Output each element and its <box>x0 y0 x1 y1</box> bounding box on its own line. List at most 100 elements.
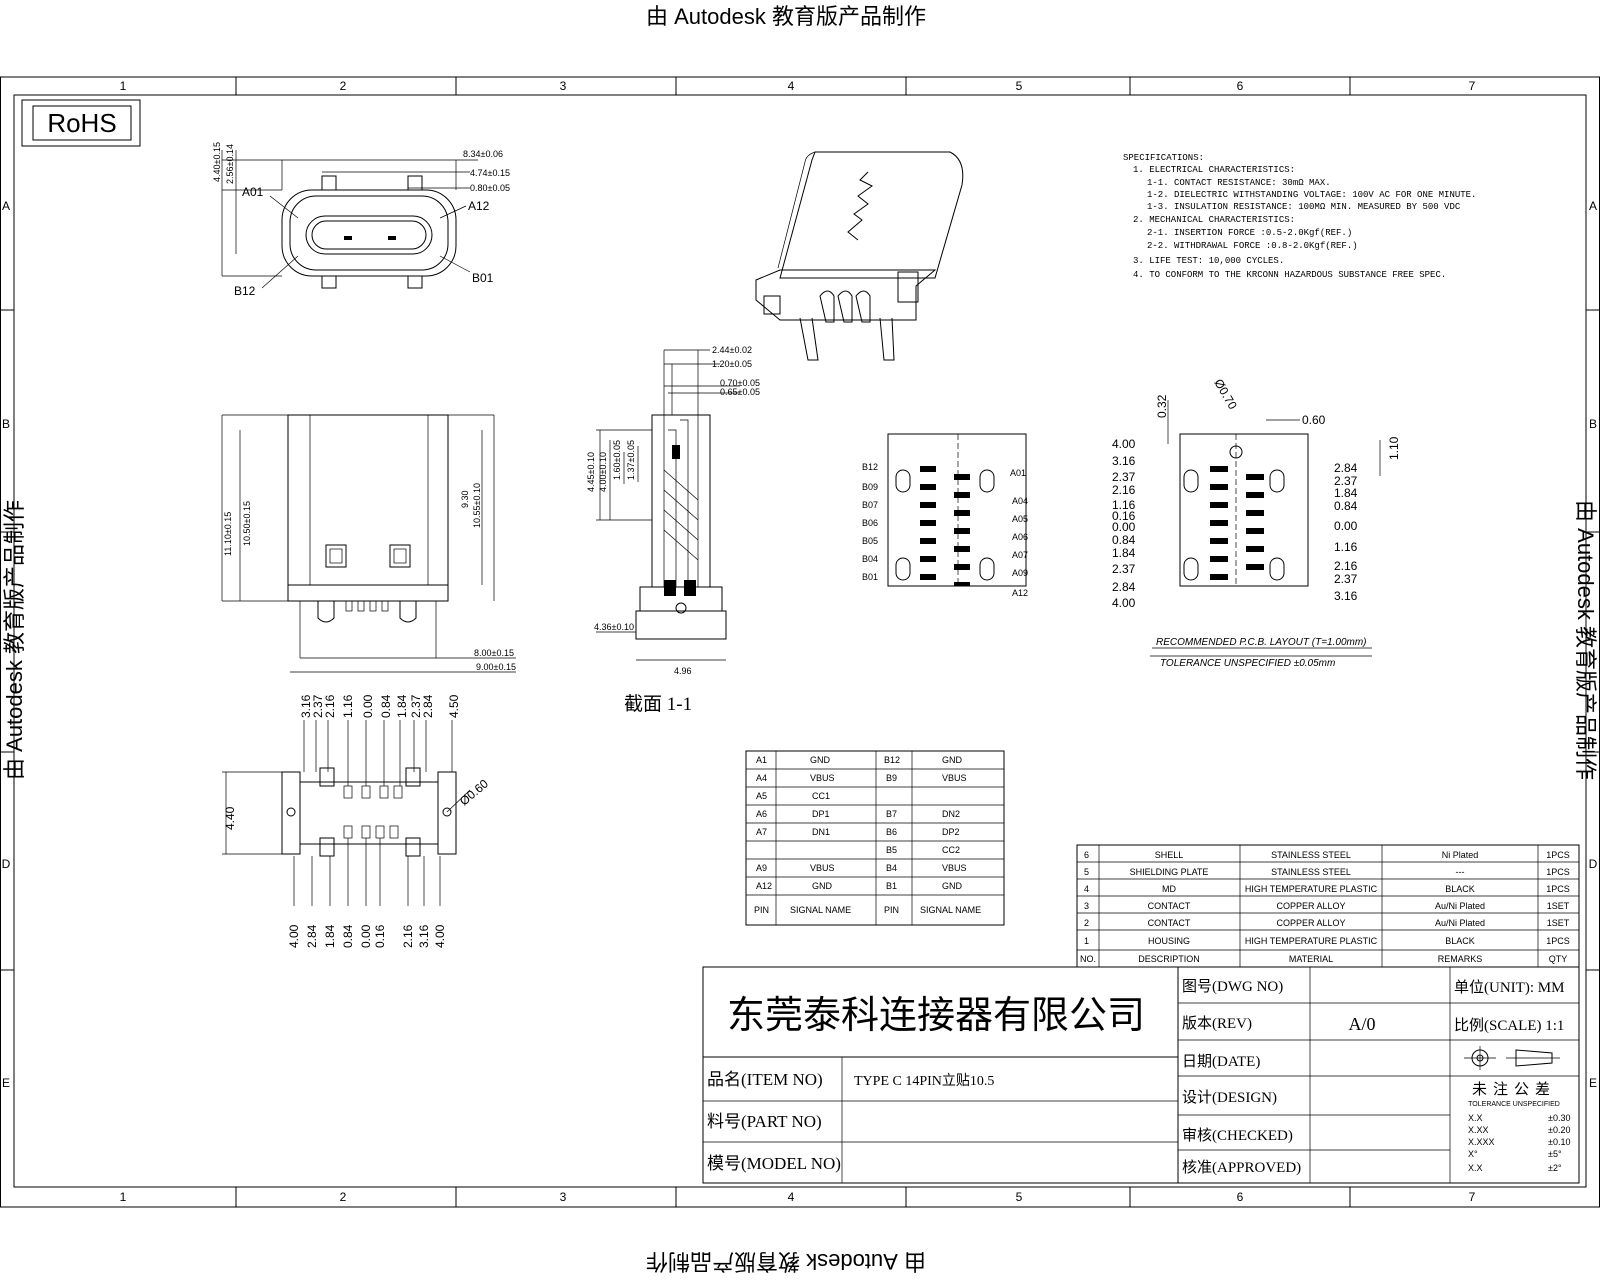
pcb-dim: 2.37 <box>1112 562 1136 576</box>
pin-right: A05 <box>1012 514 1028 524</box>
bom-cell: --- <box>1456 867 1465 877</box>
sig-cell: B7 <box>886 809 897 819</box>
pcb-dim: 2.84 <box>1112 580 1136 594</box>
row-label: D <box>1589 857 1598 871</box>
sig-cell: PIN <box>884 905 899 915</box>
pcb-dim-1-10: 1.10 <box>1387 436 1401 460</box>
fp-dim: 0.16 <box>373 924 387 948</box>
rohs-inner <box>32 105 132 141</box>
tolerance-title: 未注公差 <box>1472 1081 1556 1098</box>
bom-cell: 1PCS <box>1546 850 1570 860</box>
pcb-dim-hole: Ø0.70 <box>1211 377 1240 413</box>
sig-cell: DP2 <box>942 827 960 837</box>
spec-heading: SPECIFICATIONS: <box>1123 153 1204 163</box>
fp-dim: 0.84 <box>341 924 355 948</box>
pin-label-b01: B01 <box>472 271 494 285</box>
row-label: B <box>1589 417 1597 431</box>
pcb-dim: 0.16 <box>1112 509 1136 523</box>
spec-line: 2. MECHANICAL CHARACTERISTICS: <box>1133 215 1295 225</box>
row-zones: A B D E A B D E <box>2 199 1598 1090</box>
spec-line: 1. ELECTRICAL CHARACTERISTICS: <box>1133 165 1295 175</box>
sig-cell: GND <box>810 755 831 765</box>
pcb-tolerance: TOLERANCE UNSPECIFIED ±0.05mm <box>1160 658 1335 669</box>
bom-cell: CONTACT <box>1148 901 1191 911</box>
fp-dim: 1.84 <box>395 694 409 718</box>
sig-cell: B5 <box>886 845 897 855</box>
fp-dim: 2.16 <box>401 924 415 948</box>
bom-cell: HIGH TEMPERATURE PLASTIC <box>1245 936 1378 946</box>
unit-label: 单位(UNIT): MM <box>1454 979 1564 996</box>
fp-dim: 4.00 <box>287 924 301 948</box>
bom-cell: DESCRIPTION <box>1138 954 1200 964</box>
design-label: 设计(DESIGN) <box>1182 1089 1277 1106</box>
sig-cell: VBUS <box>810 863 835 873</box>
dim-8-00: 8.00±0.15 <box>474 648 514 658</box>
tol-val: ±0.30 <box>1548 1113 1570 1123</box>
sig-cell: PIN <box>754 905 769 915</box>
dim-2-44: 2.44±0.02 <box>712 345 752 355</box>
sig-cell: SIGNAL NAME <box>790 905 851 915</box>
col-label: 2 <box>340 1190 347 1204</box>
part-label: 料号(PART NO) <box>707 1112 822 1131</box>
pin-right: A12 <box>1012 588 1028 598</box>
bom-cell: 1PCS <box>1546 867 1570 877</box>
bom-cell: 6 <box>1084 850 1089 860</box>
sig-cell: GND <box>942 881 963 891</box>
bom-cell: BLACK <box>1445 936 1475 946</box>
pcb-dim: 2.37 <box>1112 470 1136 484</box>
dim-8-34: 8.34±0.06 <box>463 149 503 159</box>
pin-right: A04 <box>1012 496 1028 506</box>
fp-height: 4.40 <box>223 806 237 830</box>
pcb-dim: 4.00 <box>1112 596 1136 610</box>
column-zones: 1 2 3 4 5 6 7 1 2 3 4 5 6 7 <box>120 79 1476 1204</box>
pcb-dim: 3.16 <box>1112 454 1136 468</box>
dim-4-40: 4.40±0.15 <box>212 142 222 182</box>
tol-val: ±2° <box>1548 1163 1562 1173</box>
sig-cell: B1 <box>886 881 897 891</box>
fp-dim: 0.00 <box>359 924 373 948</box>
bom-cell: Au/Ni Plated <box>1435 918 1485 928</box>
pin-left: B01 <box>862 572 878 582</box>
fp-dim: 2.16 <box>323 694 337 718</box>
pcb-dim: 1.84 <box>1112 546 1136 560</box>
dim-10-50: 10.50±0.15 <box>242 501 252 546</box>
sig-cell: A5 <box>756 791 767 801</box>
bom-cell: MATERIAL <box>1289 954 1333 964</box>
dim-4-00: 4.00±0.10 <box>598 452 608 492</box>
section-caption: 截面 1-1 <box>624 693 692 715</box>
col-label: 6 <box>1237 1190 1244 1204</box>
spec-line: 2-1. INSERTION FORCE :0.5-2.0Kgf(REF.) <box>1147 228 1352 238</box>
tolerance-subtitle: TOLERANCE UNSPECIFIED <box>1468 1101 1560 1108</box>
bom-cell: 1SET <box>1547 918 1570 928</box>
approved-label: 核准(APPROVED) <box>1182 1159 1301 1176</box>
pin-label-a12: A12 <box>468 199 490 213</box>
item-value: TYPE C 14PIN立贴10.5 <box>854 1073 994 1089</box>
col-label: 4 <box>788 79 795 93</box>
fp-dim: 1.16 <box>341 694 355 718</box>
bom-cell: SHIELDING PLATE <box>1130 867 1209 877</box>
footprint-top-dims: 3.16 2.37 2.16 1.16 0.00 0.84 1.84 2.37 … <box>299 694 461 718</box>
bom-cell: 3 <box>1084 901 1089 911</box>
row-label: D <box>2 857 11 871</box>
bom-cell: STAINLESS STEEL <box>1271 850 1351 860</box>
sig-cell: DP1 <box>812 809 830 819</box>
spec-line: 4. TO CONFORM TO THE KRCONN HAZARDOUS SU… <box>1133 270 1446 280</box>
pin-left: B04 <box>862 554 878 564</box>
watermark-top: 由 Autodesk 教育版产品制作 <box>646 4 926 29</box>
sig-cell: A9 <box>756 863 767 873</box>
bom-cell: NO. <box>1080 954 1096 964</box>
spec-line: 1-3. INSULATION RESISTANCE: 100MΩ MIN. M… <box>1147 202 1461 212</box>
sig-cell: A7 <box>756 827 767 837</box>
pcb-dim: 2.16 <box>1334 559 1358 573</box>
pcb-dim: 0.00 <box>1112 520 1136 534</box>
sig-cell: B9 <box>886 773 897 783</box>
tol-key: X.XX <box>1468 1125 1489 1135</box>
pin-labels-left: B12 B09 B07 B06 B05 B04 B01 <box>862 462 878 582</box>
dim-1-37: 1.37±0.05 <box>626 440 636 480</box>
item-label: 品名(ITEM NO) <box>707 1070 823 1089</box>
col-label: 1 <box>120 79 127 93</box>
signal-table <box>745 750 1005 926</box>
pcb-dim: 0.84 <box>1334 499 1358 513</box>
